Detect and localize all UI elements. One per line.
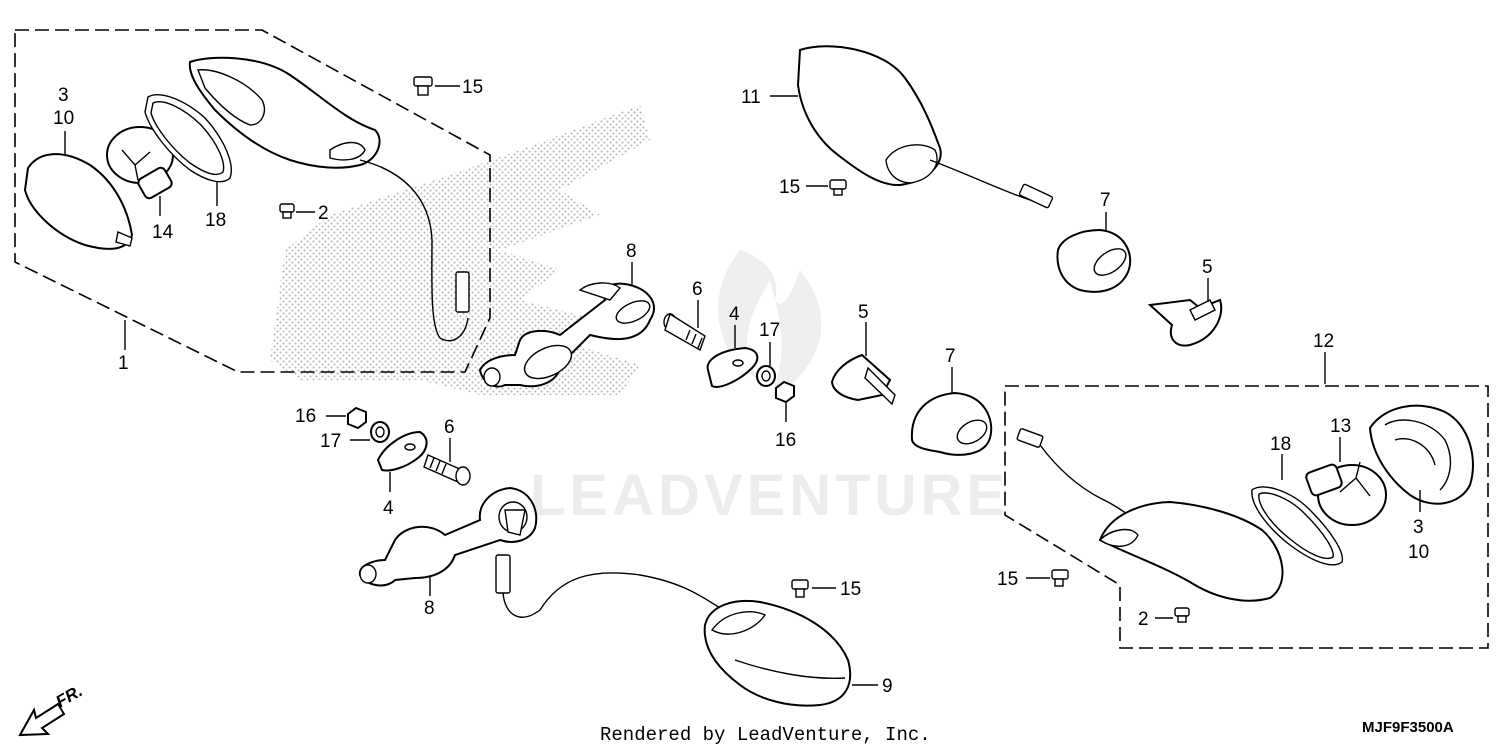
callout-18-right: 18 [1270, 434, 1291, 455]
grommet-5-upper [1147, 298, 1223, 347]
screw-15-a [413, 76, 433, 96]
grommet-7-middle [910, 391, 993, 456]
wire-right [1039, 444, 1136, 521]
plate-4-upper [706, 346, 759, 388]
lens-left [23, 153, 134, 250]
connector-9 [495, 554, 511, 594]
stay-lower [358, 486, 538, 587]
wire-left [359, 159, 469, 342]
callout-7-upper: 7 [1100, 190, 1111, 211]
callout-15-a: 15 [462, 77, 483, 98]
gasket-right [1251, 486, 1344, 566]
callout-16-upper: 16 [775, 430, 796, 451]
front-direction-indicator: FR. [18, 681, 86, 737]
screw-15-b [829, 179, 847, 196]
rendered-by-credit: Rendered by LeadVenture, Inc. [600, 724, 931, 746]
callout-15-b: 15 [779, 177, 800, 198]
callout-5-upper: 5 [1202, 257, 1213, 278]
callout-16-lower: 16 [295, 406, 316, 427]
bulb-right [1305, 461, 1387, 526]
nut-16-lower [347, 406, 367, 430]
callout-5-middle: 5 [858, 302, 869, 323]
bolt-6-lower [423, 454, 471, 486]
callout-17-upper: 17 [759, 320, 780, 341]
left-turn-signal-assembly: 1 3 10 14 18 15 [14, 29, 491, 374]
callout-6-upper: 6 [692, 279, 703, 300]
right-turn-signal-assembly: 12 18 13 3 10 15 [997, 331, 1489, 649]
gasket-left [144, 94, 232, 183]
stay-upper [478, 282, 655, 388]
diagram-code: MJF9F3500A [1362, 719, 1454, 736]
assembly-boundary-1 [14, 29, 491, 373]
screw-2-a [279, 203, 295, 219]
wing-logo-shading [270, 105, 650, 395]
callout-6-lower: 6 [444, 417, 455, 438]
callout-14: 14 [152, 222, 174, 243]
grommet-7-upper [1056, 228, 1132, 293]
callout-7-middle: 7 [945, 346, 956, 367]
connector-right [1016, 428, 1044, 448]
callout-17-lower: 17 [320, 431, 341, 452]
callout-2-a: 2 [318, 203, 329, 224]
callout-12: 12 [1313, 331, 1334, 352]
callout-10-left: 10 [53, 108, 74, 129]
nut-16-upper [775, 380, 795, 404]
lamp-9 [495, 554, 852, 707]
lens-right [1368, 404, 1474, 505]
callout-15-d: 15 [997, 569, 1018, 590]
callout-8-upper: 8 [626, 241, 637, 262]
callout-4-lower: 4 [383, 498, 394, 519]
wire-9 [502, 572, 721, 618]
grommet-5-middle [830, 353, 896, 406]
plate-4-lower [376, 430, 428, 472]
watermark-text: LEADVENTURE [530, 463, 1009, 528]
callout-10-right: 10 [1408, 542, 1429, 563]
bolt-6-upper [663, 312, 706, 352]
callout-3-left: 3 [58, 85, 69, 106]
callout-13: 13 [1330, 416, 1351, 437]
connector-left [455, 271, 470, 313]
callout-15-c: 15 [840, 579, 861, 600]
housing-right [1098, 500, 1284, 602]
connector-11 [1018, 183, 1054, 209]
screw-15-c [791, 579, 809, 598]
callout-18-left: 18 [205, 210, 226, 231]
callout-9: 9 [882, 676, 893, 697]
arrow-icon [18, 702, 66, 737]
callout-11: 11 [741, 87, 761, 108]
screw-15-d [1051, 569, 1069, 587]
callout-1: 1 [118, 353, 129, 374]
callout-8-lower: 8 [424, 598, 435, 619]
screw-2-b [1174, 607, 1190, 623]
callout-3-right: 3 [1413, 517, 1424, 538]
assembly-boundary-12 [1004, 385, 1489, 649]
callout-2-b: 2 [1138, 609, 1149, 630]
lamp-11 [796, 45, 1054, 209]
callout-4-upper: 4 [729, 304, 740, 325]
